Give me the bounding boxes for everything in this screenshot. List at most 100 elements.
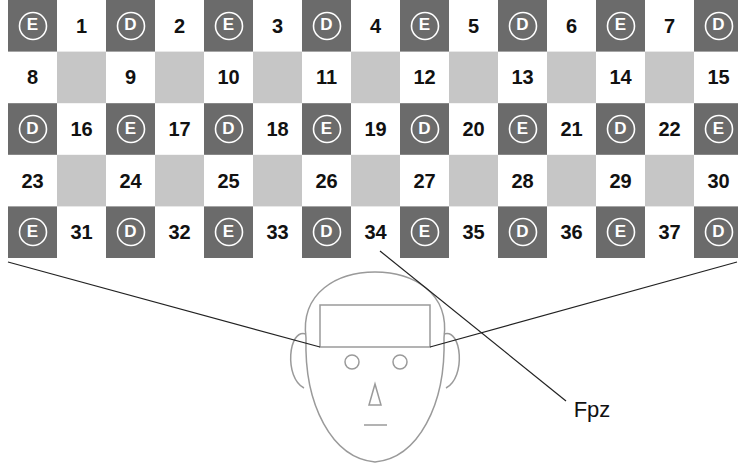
channel-number: 20 bbox=[462, 118, 484, 140]
channel-number: 5 bbox=[468, 15, 479, 37]
channel-number: 22 bbox=[658, 118, 680, 140]
electrode-letter: E bbox=[223, 16, 234, 35]
channel-number: 31 bbox=[70, 221, 92, 243]
circle-ring bbox=[607, 116, 634, 143]
number-cell bbox=[547, 103, 596, 155]
circle-ring bbox=[117, 219, 144, 246]
empty-cell bbox=[449, 52, 498, 104]
number-cell bbox=[645, 0, 694, 52]
leader-line bbox=[380, 251, 566, 401]
channel-number: 30 bbox=[707, 170, 729, 192]
channel-number: 14 bbox=[609, 66, 631, 88]
number-cell bbox=[204, 155, 253, 207]
circle-ring bbox=[313, 12, 340, 39]
channel-number: 1 bbox=[76, 15, 87, 37]
empty-cell bbox=[645, 52, 694, 104]
empty-cell bbox=[547, 155, 596, 207]
electrode-letter: D bbox=[712, 16, 724, 35]
electrode-cell bbox=[204, 0, 253, 52]
electrode-letter: D bbox=[712, 223, 724, 242]
number-cell bbox=[302, 52, 351, 104]
number-cell bbox=[596, 52, 645, 104]
circle-ring bbox=[705, 12, 732, 39]
electrode-letter: E bbox=[27, 223, 38, 242]
electrode-circle: E bbox=[312, 114, 342, 144]
empty-cell bbox=[253, 155, 302, 207]
number-cell bbox=[400, 52, 449, 104]
electrode-cell bbox=[8, 103, 57, 155]
electrode-cell bbox=[596, 206, 645, 258]
electrode-circle: D bbox=[508, 11, 538, 41]
number-cell bbox=[351, 0, 400, 52]
channel-number: 3 bbox=[272, 15, 283, 37]
right-eye bbox=[393, 355, 407, 369]
empty-cell bbox=[57, 155, 106, 207]
electrode-circle: E bbox=[410, 217, 440, 247]
electrode-cell bbox=[8, 206, 57, 258]
number-cell bbox=[400, 155, 449, 207]
channel-number: 27 bbox=[413, 170, 435, 192]
electrode-letter: E bbox=[27, 16, 38, 35]
electrode-circle: D bbox=[116, 11, 146, 41]
channel-number: 26 bbox=[315, 170, 337, 192]
channel-number: 23 bbox=[21, 170, 43, 192]
circle-ring bbox=[607, 219, 634, 246]
head-outline bbox=[305, 272, 444, 462]
channel-number: 12 bbox=[413, 66, 435, 88]
number-cell bbox=[253, 103, 302, 155]
electrode-cell bbox=[596, 103, 645, 155]
channel-number: 25 bbox=[217, 170, 239, 192]
electrode-cell bbox=[400, 103, 449, 155]
empty-cell bbox=[449, 155, 498, 207]
electrode-letter: D bbox=[516, 16, 528, 35]
number-cell bbox=[645, 206, 694, 258]
number-cell bbox=[694, 52, 738, 104]
channel-number: 24 bbox=[119, 170, 141, 192]
electrode-letter: E bbox=[713, 120, 724, 139]
channel-number: 34 bbox=[364, 221, 386, 243]
number-cell bbox=[351, 103, 400, 155]
electrode-circle: E bbox=[18, 11, 48, 41]
channel-number: 7 bbox=[664, 15, 675, 37]
channel-number: 17 bbox=[168, 118, 190, 140]
right-ear bbox=[444, 334, 459, 388]
electrode-letter: E bbox=[125, 120, 136, 139]
electrode-circle: E bbox=[214, 11, 244, 41]
electrode-cell bbox=[106, 206, 155, 258]
number-cell bbox=[106, 155, 155, 207]
electrode-circle: E bbox=[606, 11, 636, 41]
electrode-circle: E bbox=[704, 114, 734, 144]
circle-ring bbox=[19, 219, 46, 246]
circle-ring bbox=[509, 219, 536, 246]
number-cell bbox=[57, 103, 106, 155]
electrode-circle: E bbox=[606, 217, 636, 247]
electrode-cell bbox=[106, 103, 155, 155]
number-cell bbox=[155, 206, 204, 258]
electrode-cell bbox=[400, 0, 449, 52]
number-cell bbox=[449, 103, 498, 155]
number-cell bbox=[645, 103, 694, 155]
electrode-letter: E bbox=[419, 16, 430, 35]
channel-number: 35 bbox=[462, 221, 484, 243]
channel-number: 16 bbox=[70, 118, 92, 140]
number-cell bbox=[8, 52, 57, 104]
electrode-letter: D bbox=[222, 120, 234, 139]
empty-cell bbox=[547, 52, 596, 104]
electrode-cell bbox=[498, 103, 547, 155]
electrode-cell bbox=[204, 103, 253, 155]
channel-number: 2 bbox=[174, 15, 185, 37]
number-cell bbox=[155, 0, 204, 52]
empty-cell bbox=[155, 155, 204, 207]
electrode-cell bbox=[498, 206, 547, 258]
channel-number: 28 bbox=[511, 170, 533, 192]
circle-ring bbox=[509, 12, 536, 39]
number-cell bbox=[351, 206, 400, 258]
empty-cell bbox=[57, 52, 106, 104]
electrode-cell bbox=[106, 0, 155, 52]
number-cell bbox=[204, 52, 253, 104]
number-cell bbox=[8, 155, 57, 207]
number-cell bbox=[253, 206, 302, 258]
electrode-letter: E bbox=[223, 223, 234, 242]
electrode-circle: D bbox=[508, 217, 538, 247]
circle-ring bbox=[411, 116, 438, 143]
